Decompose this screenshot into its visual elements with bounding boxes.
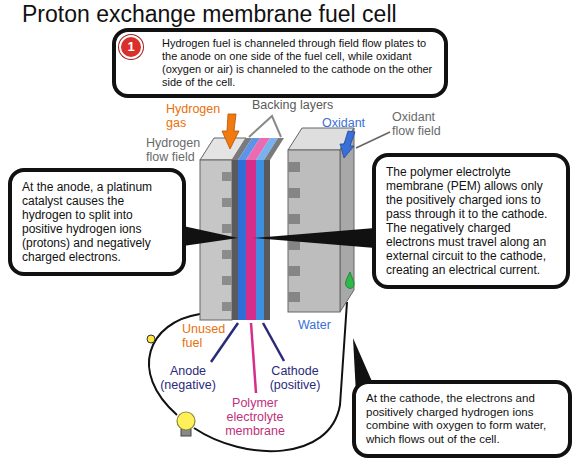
membrane-layer — [246, 160, 256, 320]
anode-backing-layer — [232, 160, 238, 320]
callout-pointer — [183, 226, 238, 246]
part-label: Water — [298, 318, 331, 332]
part-label: Anode (negative) — [156, 364, 220, 392]
callout-text: At the anode, a platinum catalyst causes… — [22, 180, 172, 264]
part-label: Oxidant — [322, 116, 365, 130]
callout-box: At the anode, a platinum catalyst causes… — [8, 168, 186, 276]
anode-layer — [238, 160, 246, 320]
flow-channel — [288, 188, 300, 198]
flow-channel — [222, 302, 232, 311]
flow-channels — [222, 172, 232, 311]
flow-channel — [222, 224, 232, 233]
cathode-layer — [256, 160, 264, 320]
part-label: Hydrogen gas — [166, 102, 224, 130]
callout-box: The polymer electrolyte membrane (PEM) a… — [372, 153, 570, 289]
flow-channel — [222, 198, 232, 207]
bracket-line — [249, 116, 281, 137]
electron-dot — [147, 335, 155, 343]
oxidant-plate — [288, 150, 340, 312]
part-label: Cathode (positive) — [262, 364, 328, 392]
callout-box: Hydrogen fuel is channeled through field… — [112, 28, 448, 98]
flow-channel — [288, 162, 300, 172]
layer-top — [264, 138, 284, 160]
flow-channel — [288, 266, 300, 276]
leader-line — [251, 323, 256, 393]
flow-channel — [288, 214, 300, 224]
flow-channel — [222, 172, 232, 181]
callout-text: At the cathode, the electrons and positi… — [366, 392, 558, 446]
flow-channels — [288, 162, 300, 302]
part-label: Oxidant flow field — [392, 110, 452, 138]
diagram-title: Proton exchange membrane fuel cell — [22, 1, 397, 27]
callout-number: 1 — [119, 35, 143, 59]
flow-channel — [222, 276, 232, 285]
leader-line — [263, 323, 284, 361]
flow-channel — [222, 250, 232, 259]
cathode-backing-layer — [264, 160, 270, 320]
light-bulb — [177, 412, 195, 430]
oxidant-arrow — [340, 131, 355, 158]
hydrogen-arrow — [222, 114, 239, 149]
part-label: Hydrogen flow field — [146, 136, 200, 164]
part-label: Polymer electrolyte membrane — [216, 396, 294, 438]
water-drop — [346, 272, 354, 288]
leader-line — [356, 132, 390, 148]
part-label: Backing layers — [252, 98, 333, 112]
flow-channel — [288, 292, 300, 302]
part-label: Unused fuel — [182, 322, 226, 350]
plate-side — [340, 128, 354, 312]
callout-box: At the cathode, the electrons and positi… — [352, 380, 572, 458]
callout-text: The polymer electrolyte membrane (PEM) a… — [386, 165, 556, 277]
callout-text: Hydrogen fuel is channeled through field… — [162, 37, 436, 89]
callout-pointer — [253, 228, 375, 248]
